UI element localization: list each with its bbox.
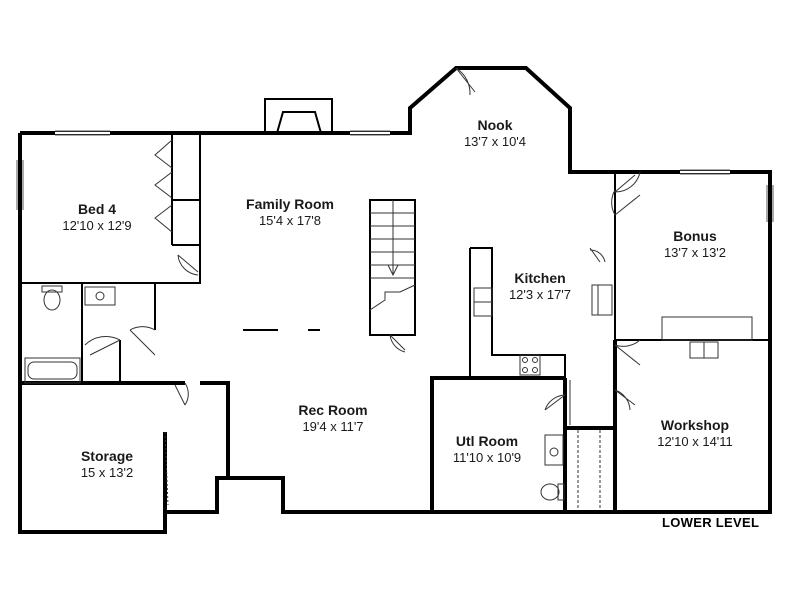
room-name: Rec Room (298, 402, 368, 418)
stair-treads (369, 200, 416, 311)
room-name: Bonus (673, 228, 717, 244)
room-dimensions: 13'7 x 10'4 (463, 133, 527, 149)
room-bonus: Bonus 13'7 x 13'2 (645, 228, 745, 260)
room-storage: Storage 15 x 13'2 (57, 448, 157, 480)
room-name: Workshop (660, 417, 730, 433)
chimney (264, 98, 333, 134)
room-dimensions: 12'10 x 12'9 (62, 217, 132, 233)
room-bed-4: Bed 4 12'10 x 12'9 (47, 201, 147, 233)
room-dimensions: 13'7 x 13'2 (663, 244, 727, 260)
room-dimensions: 15 x 13'2 (80, 464, 134, 480)
room-kitchen: Kitchen 12'3 x 17'7 (490, 270, 590, 302)
room-name: Family Room (246, 196, 334, 212)
room-name: Bed 4 (77, 201, 117, 217)
room-utl-room: Utl Room 11'10 x 10'9 (437, 433, 537, 465)
fixtures (24, 284, 753, 510)
room-dimensions: 15'4 x 17'8 (258, 212, 322, 228)
room-name: Storage (80, 448, 134, 464)
door-swings (84, 67, 641, 411)
room-workshop: Workshop 12'10 x 14'11 (640, 417, 750, 449)
room-name: Nook (477, 117, 513, 133)
room-dimensions: 12'3 x 17'7 (508, 286, 572, 302)
room-dimensions: 11'10 x 10'9 (452, 449, 522, 465)
room-name: Utl Room (455, 433, 519, 449)
windows (55, 132, 730, 173)
room-rec-room: Rec Room 19'4 x 11'7 (273, 402, 393, 434)
window-frames (16, 130, 774, 222)
room-nook: Nook 13'7 x 10'4 (445, 117, 545, 149)
room-name: Kitchen (514, 270, 566, 286)
level-label: LOWER LEVEL (662, 515, 760, 530)
room-family-room: Family Room 15'4 x 17'8 (230, 196, 350, 228)
closet-doors (154, 139, 173, 233)
room-dimensions: 19'4 x 11'7 (302, 418, 364, 434)
room-dimensions: 12'10 x 14'11 (657, 433, 733, 449)
outer-wall-bottom (18, 133, 772, 534)
